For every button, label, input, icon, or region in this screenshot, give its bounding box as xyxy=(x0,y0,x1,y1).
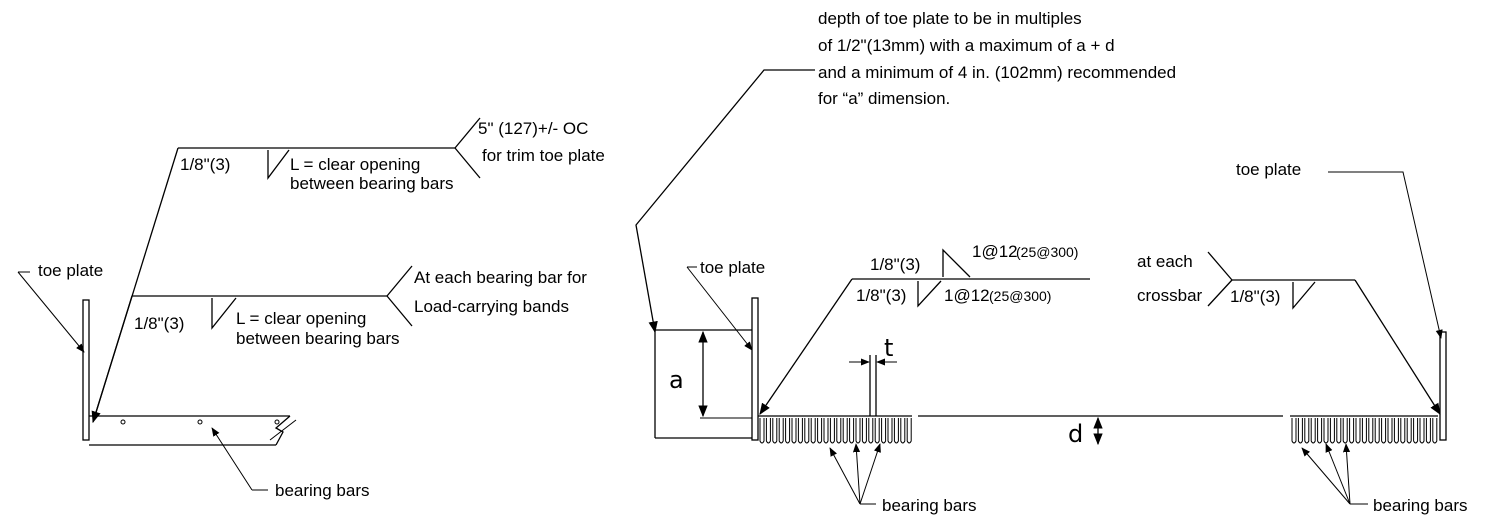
bearing-bar-tooth xyxy=(887,418,893,444)
right-bearing-bars-left-label: bearing bars xyxy=(882,496,977,515)
weld-center-bottom-size: 1/8"(3) xyxy=(856,286,906,305)
bearing-bar-tooth xyxy=(791,418,797,444)
bearing-bar-tooth xyxy=(836,418,842,444)
bearing-bar-tooth xyxy=(1336,418,1342,444)
bearing-bar-tooth xyxy=(772,418,778,444)
bearing-bar-comb-right xyxy=(1291,418,1438,444)
bearing-bar-tooth xyxy=(1291,418,1297,444)
bearing-bar-tooth xyxy=(849,418,855,444)
bearing-bar-tooth xyxy=(804,418,810,444)
bearing-bar-tooth xyxy=(893,418,899,444)
right-bearing-bars-right-label: bearing bars xyxy=(1373,496,1468,515)
bearing-bar-tooth xyxy=(1393,418,1399,444)
left-weld-bottom-note2: Load-carrying bands xyxy=(414,297,569,316)
bearing-bar-tooth xyxy=(1374,418,1380,444)
bearing-bar-tooth xyxy=(817,418,823,444)
left-weld-top-note1: 5" (127)+/- OC xyxy=(478,119,588,138)
bearing-bar-tooth xyxy=(785,418,791,444)
left-crossbar-dot-2 xyxy=(197,419,203,425)
weld-center-top-pitch: 1@12 xyxy=(972,242,1018,261)
right-note-line-2: of 1/2"(13mm) with a maximum of a + d xyxy=(818,36,1115,55)
left-weld-bottom-spec2: between bearing bars xyxy=(236,329,400,348)
bearing-bar-tooth xyxy=(1368,418,1374,444)
right-note-line-4: for “a” dimension. xyxy=(818,89,950,108)
bearing-bar-tooth xyxy=(1329,418,1335,444)
left-crossbar-dot-3 xyxy=(274,419,280,425)
bearing-bar-tooth xyxy=(1381,418,1387,444)
weld-center-top-size: 1/8"(3) xyxy=(870,255,920,274)
weld-center-bottom-pitch: 1@12 xyxy=(944,286,990,305)
right-note-line-3: and a minimum of 4 in. (102mm) recommend… xyxy=(818,63,1176,82)
bearing-bar-tooth xyxy=(1361,418,1367,444)
bearing-bar-tooth xyxy=(842,418,848,444)
dim-a-label: a xyxy=(669,366,684,394)
bearing-bar-tooth xyxy=(874,418,880,444)
weld-right-note2: crossbar xyxy=(1137,286,1203,305)
bearing-bar-tooth xyxy=(1349,418,1355,444)
bearing-bar-tooth xyxy=(1425,418,1431,444)
bearing-bar-tooth xyxy=(1413,418,1419,444)
bearing-bar-tooth xyxy=(1317,418,1323,444)
left-weld-top-spec: L = clear opening xyxy=(290,155,420,174)
bearing-bar-tooth xyxy=(900,418,906,444)
bearing-bar-tooth xyxy=(765,418,771,444)
weld-center-top-pitch-metric: (25@300) xyxy=(1016,244,1078,260)
bearing-bar-tooth xyxy=(861,418,867,444)
right-toe-plate-right-label: toe plate xyxy=(1236,160,1301,179)
left-weld-top-size: 1/8"(3) xyxy=(180,155,230,174)
bearing-bar-tooth xyxy=(855,418,861,444)
bearing-bar-tooth xyxy=(906,418,912,444)
left-break-line xyxy=(274,415,291,446)
bearing-bar-tooth xyxy=(1310,418,1316,444)
weld-right-size: 1/8"(3) xyxy=(1230,287,1280,306)
weld-center-bottom-pitch-metric: (25@300) xyxy=(989,288,1051,304)
right-note-line-1: depth of toe plate to be in multiples xyxy=(818,9,1082,28)
right-detail: depth of toe plate to be in multiples of… xyxy=(635,9,1468,515)
left-toe-plate-shape xyxy=(82,299,90,441)
left-weld-bottom-spec: L = clear opening xyxy=(236,309,366,328)
weld-right-note1: at each xyxy=(1137,252,1193,271)
left-toe-plate-label: toe plate xyxy=(38,261,103,280)
bearing-bar-tooth xyxy=(1342,418,1348,444)
bearing-bar-tooth xyxy=(1400,418,1406,444)
left-crossbar-dot-1 xyxy=(120,419,126,425)
bearing-bar-tooth xyxy=(868,418,874,444)
bearing-bar-tooth xyxy=(1406,418,1412,444)
dim-d-label: d xyxy=(1068,420,1083,448)
bearing-bar-tooth xyxy=(1304,418,1310,444)
bearing-bar-tooth xyxy=(759,418,765,444)
right-toe-plate-right-shape xyxy=(1439,331,1447,441)
bearing-bar-tooth xyxy=(1323,418,1329,444)
bearing-bar-tooth xyxy=(1387,418,1393,444)
left-weld-top-note2: for trim toe plate xyxy=(482,146,605,165)
left-bearing-bars-label: bearing bars xyxy=(275,481,370,500)
bearing-bar-tooth xyxy=(823,418,829,444)
right-toe-plate-left-label: toe plate xyxy=(700,258,765,277)
bearing-bar-tooth xyxy=(1432,418,1438,444)
bearing-bar-tooth xyxy=(881,418,887,444)
right-toe-plate-left-shape xyxy=(751,297,759,441)
bearing-bar-tooth xyxy=(810,418,816,444)
bearing-bar-tooth xyxy=(1297,418,1303,444)
bearing-bar-tooth xyxy=(829,418,835,444)
left-weld-bottom-note1: At each bearing bar for xyxy=(414,268,587,287)
bearing-bar-tooth xyxy=(778,418,784,444)
bearing-bar-tooth xyxy=(797,418,803,444)
bearing-bar-tooth xyxy=(1355,418,1361,444)
bearing-bar-tooth xyxy=(1419,418,1425,444)
left-detail: toe plate 1/8"(3) L = clear opening betw… xyxy=(17,117,605,500)
left-weld-bottom-size: 1/8"(3) xyxy=(134,314,184,333)
bearing-bar-comb-left xyxy=(759,418,912,444)
left-weld-top-spec2: between bearing bars xyxy=(290,174,454,193)
dim-t-label: t xyxy=(884,334,893,362)
